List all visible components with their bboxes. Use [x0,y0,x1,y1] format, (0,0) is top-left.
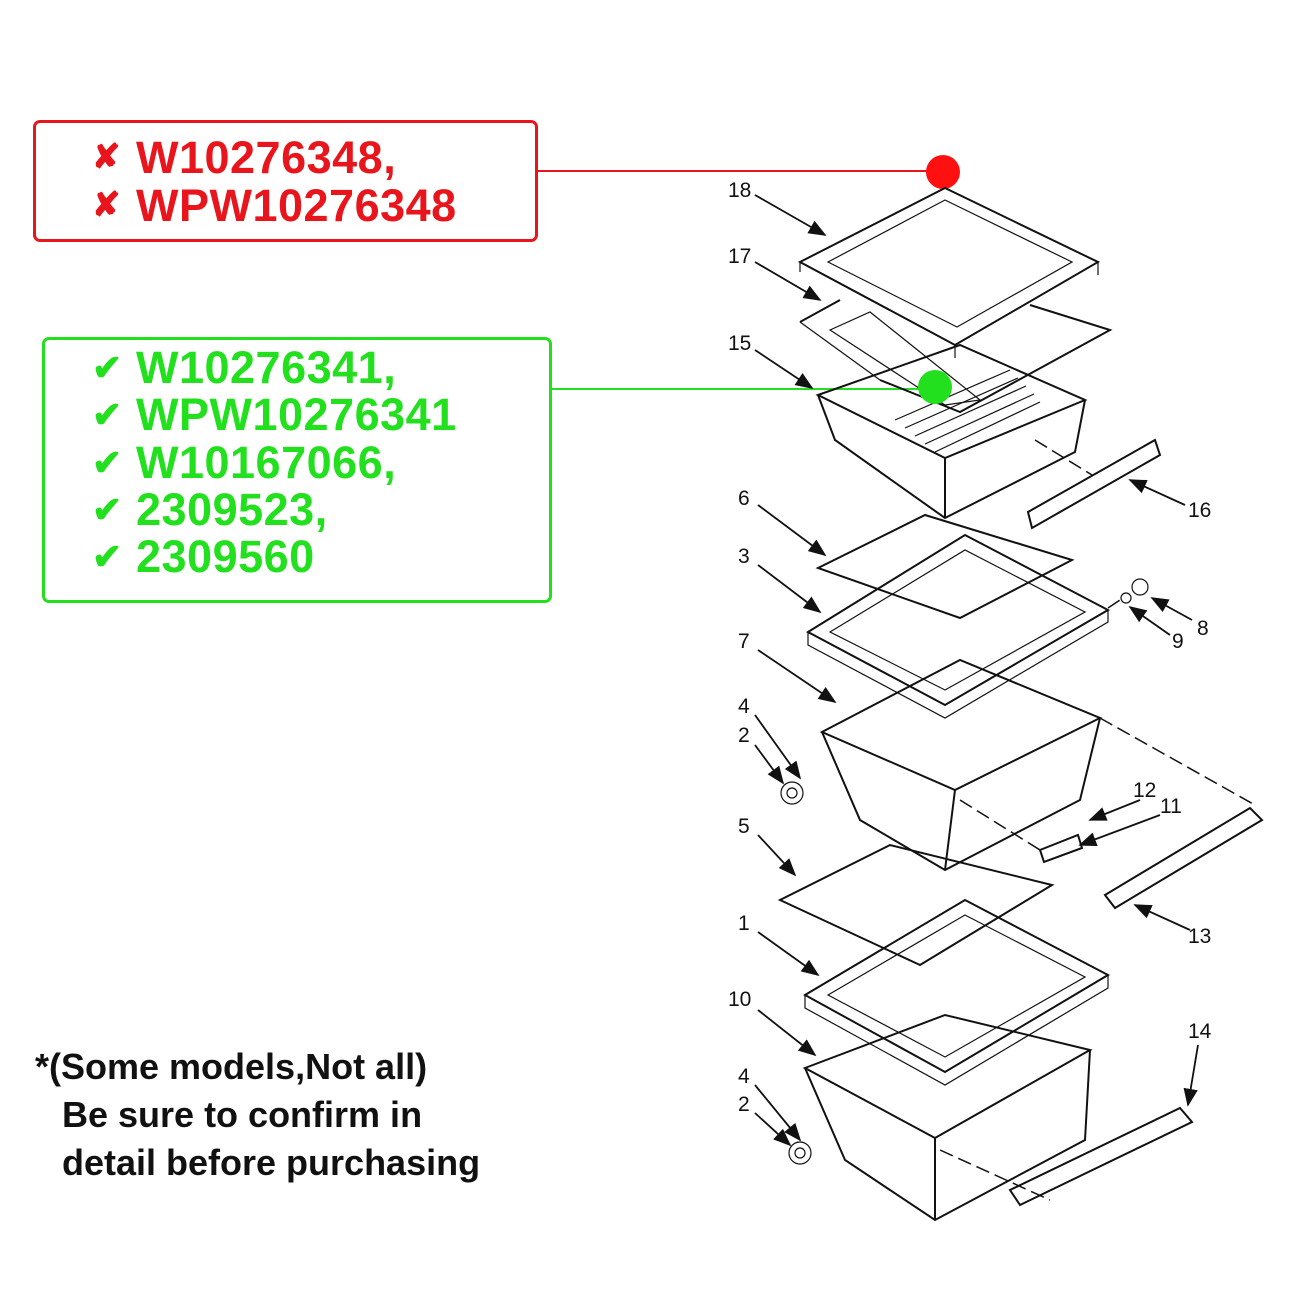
callout-label-1: 1 [738,912,750,935]
asterisk-icon: * [35,1046,50,1087]
note-line-2: detail before purchasing [62,1142,481,1183]
part-1-frame [802,898,1111,1086]
callout-label-2-lower: 2 [738,1093,750,1116]
part-15-crisper-drawer [815,343,1088,520]
part-5-glass [777,843,1055,967]
incompatible-parts-box [33,120,538,242]
compatible-part-1: ✔WPW10276341 [92,389,457,440]
callout-label-8: 8 [1197,617,1209,640]
callout-label-11: 11 [1160,795,1182,818]
check-icon: ✔ [92,489,123,530]
compatible-part-4: ✔2309560 [92,531,315,582]
compatible-part-3: ✔2309523, [92,484,328,535]
part-11-12-bracket [959,799,1084,864]
part-8-9-knob [1107,578,1149,609]
callout-label-4-lower: 4 [738,1065,750,1088]
check-icon: ✔ [92,394,123,435]
callout-label-7: 7 [738,630,750,653]
callout-label-17: 17 [728,245,751,268]
compatible-part-2: ✔W10167066, [92,437,397,488]
part-7-drawer [819,658,1256,872]
part-2-4-roller [788,1141,812,1165]
callout-label-14: 14 [1188,1020,1212,1043]
check-icon: ✔ [92,442,123,483]
part-10-drawer [802,1013,1093,1222]
cross-icon: ✘ [92,138,121,176]
callout-label-5: 5 [738,815,750,838]
red-callout-dot [926,155,960,189]
part-16-rail [1026,438,1162,530]
part-3-frame [805,533,1111,719]
callout-label-2: 2 [738,724,750,747]
cross-icon: ✘ [92,186,121,224]
green-callout-dot [918,370,952,404]
callout-label-18: 18 [728,179,751,202]
callout-arrows [754,194,1199,1147]
callout-label-3: 3 [738,545,750,568]
callout-label-15: 15 [728,332,751,355]
note-line-1: Be sure to confirm in [62,1094,423,1135]
note-line-0: *(Some models,Not all) [35,1046,428,1087]
callout-label-9: 9 [1172,630,1184,653]
check-icon: ✔ [92,347,123,388]
incompatible-part-0: ✘W10276348, [92,132,397,183]
part-2-4-roller [780,781,804,805]
callout-label-13: 13 [1188,925,1211,948]
part-13-rail [1103,806,1264,910]
compatible-parts-box [42,337,552,603]
part-17-shelf-frame [799,299,1113,414]
callout-label-4: 4 [738,695,750,718]
incompatible-part-1: ✘WPW10276348 [92,180,457,231]
part-6-glass [815,513,1075,620]
check-icon: ✔ [92,536,123,577]
callout-label-16: 16 [1188,499,1211,522]
callout-label-12: 12 [1133,779,1156,802]
part-18-shelf-frame [797,186,1101,358]
callout-label-6: 6 [738,487,750,510]
callout-label-10: 10 [728,988,751,1011]
compatible-part-0: ✔W10276341, [92,342,397,393]
part-14-rail [1008,1106,1194,1207]
